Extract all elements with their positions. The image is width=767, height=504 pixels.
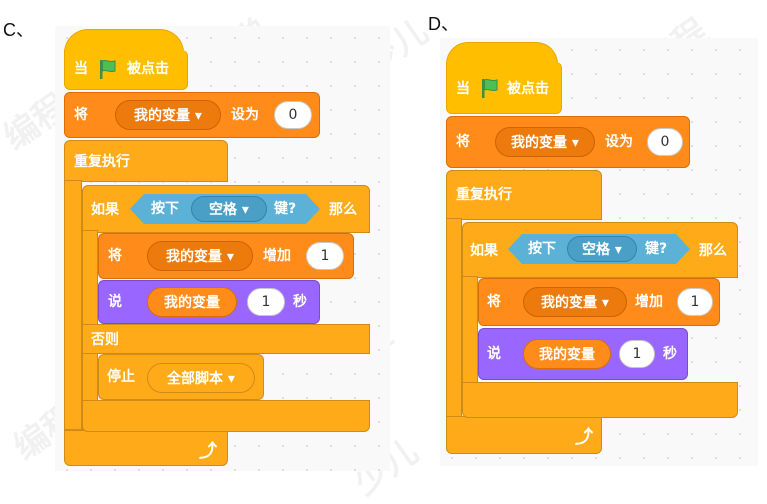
set-value-input[interactable]: 0 <box>274 101 312 129</box>
option-label-d: D、 <box>428 14 459 34</box>
set-to-text: 设为 <box>231 107 259 123</box>
change-by-text: 增加 <box>263 248 291 264</box>
key-dropdown[interactable]: 空格 ▾ <box>567 236 637 262</box>
forever-block[interactable]: 重复执行 <box>446 170 602 220</box>
set-value-input[interactable]: 0 <box>647 128 683 156</box>
say-verb: 说 <box>487 346 501 362</box>
forever-bottom: ⤴ <box>64 430 228 466</box>
change-value-input[interactable]: 1 <box>306 242 344 270</box>
when-flag-clicked-block[interactable]: 当 被点击 <box>446 62 562 114</box>
change-value-input[interactable]: 1 <box>677 288 713 316</box>
forever-label: 重复执行 <box>456 187 512 203</box>
when-text: 当 <box>456 81 470 97</box>
say-secs-input[interactable]: 1 <box>247 288 285 316</box>
option-label-c: C、 <box>3 20 34 40</box>
key-suffix-text: 键? <box>274 201 297 217</box>
say-verb: 说 <box>108 294 122 310</box>
set-verb: 将 <box>456 134 470 150</box>
clicked-text: 被点击 <box>507 81 549 97</box>
if-text: 如果 <box>470 243 498 259</box>
then-text: 那么 <box>329 202 357 218</box>
when-text: 当 <box>74 61 88 77</box>
if-bottom <box>462 382 738 418</box>
hat-block-cap <box>64 29 184 53</box>
variable-reporter[interactable]: 我的变量 <box>147 287 237 317</box>
key-pressed-text: 按下 <box>528 241 556 257</box>
hat-block-cap <box>446 42 558 64</box>
if-else-bottom <box>82 400 370 432</box>
forever-label: 重复执行 <box>74 154 130 170</box>
if-block[interactable]: 如果 那么 <box>462 222 738 278</box>
variable-dropdown[interactable]: 我的变量 ▾ <box>147 241 253 271</box>
stop-block[interactable]: 停止 全部脚本 ▾ <box>98 354 264 400</box>
forever-arm <box>64 180 82 430</box>
forever-arm <box>446 218 462 418</box>
if-text: 如果 <box>91 202 119 218</box>
key-suffix-text: 键? <box>645 241 668 257</box>
set-variable-block[interactable]: 将 我的变量 ▾ 设为 0 <box>64 92 320 138</box>
change-variable-block[interactable]: 将 我的变量 ▾ 增加 1 <box>478 278 720 326</box>
forever-bottom: ⤴ <box>446 416 602 454</box>
then-text: 那么 <box>699 243 727 259</box>
set-to-text: 设为 <box>605 134 633 150</box>
clicked-text: 被点击 <box>127 61 169 77</box>
set-verb: 将 <box>74 107 88 123</box>
stop-verb: 停止 <box>107 369 135 385</box>
variable-dropdown[interactable]: 我的变量 ▾ <box>523 287 627 317</box>
green-flag-icon <box>482 78 498 98</box>
loop-arrow-icon: ⤴ <box>575 427 593 448</box>
else-section: 否则 <box>82 324 370 354</box>
stop-option-dropdown[interactable]: 全部脚本 ▾ <box>147 363 255 393</box>
say-secs-input[interactable]: 1 <box>619 340 655 368</box>
change-variable-block[interactable]: 将 我的变量 ▾ 增加 1 <box>98 233 354 279</box>
green-flag-icon <box>100 59 116 79</box>
loop-arrow-icon: ⤴ <box>199 441 217 462</box>
variable-dropdown[interactable]: 我的变量 ▾ <box>495 127 595 157</box>
change-verb: 将 <box>108 248 122 264</box>
else-label: 否则 <box>91 332 119 348</box>
if-arm <box>462 276 478 386</box>
variable-dropdown[interactable]: 我的变量 ▾ <box>115 100 221 130</box>
when-flag-clicked-block[interactable]: 当 被点击 <box>64 50 188 90</box>
say-for-secs-block[interactable]: 说 我的变量 1 秒 <box>98 280 320 324</box>
set-variable-block[interactable]: 将 我的变量 ▾ 设为 0 <box>446 116 690 168</box>
change-by-text: 增加 <box>635 294 663 310</box>
say-for-secs-block[interactable]: 说 我的变量 1 秒 <box>478 328 688 380</box>
variable-reporter[interactable]: 我的变量 <box>523 339 611 369</box>
secs-unit-text: 秒 <box>293 294 307 310</box>
change-verb: 将 <box>487 294 501 310</box>
forever-block[interactable]: 重复执行 <box>64 140 228 182</box>
key-pressed-text: 按下 <box>151 201 179 217</box>
secs-unit-text: 秒 <box>663 346 677 362</box>
key-dropdown[interactable]: 空格 ▾ <box>191 196 267 222</box>
